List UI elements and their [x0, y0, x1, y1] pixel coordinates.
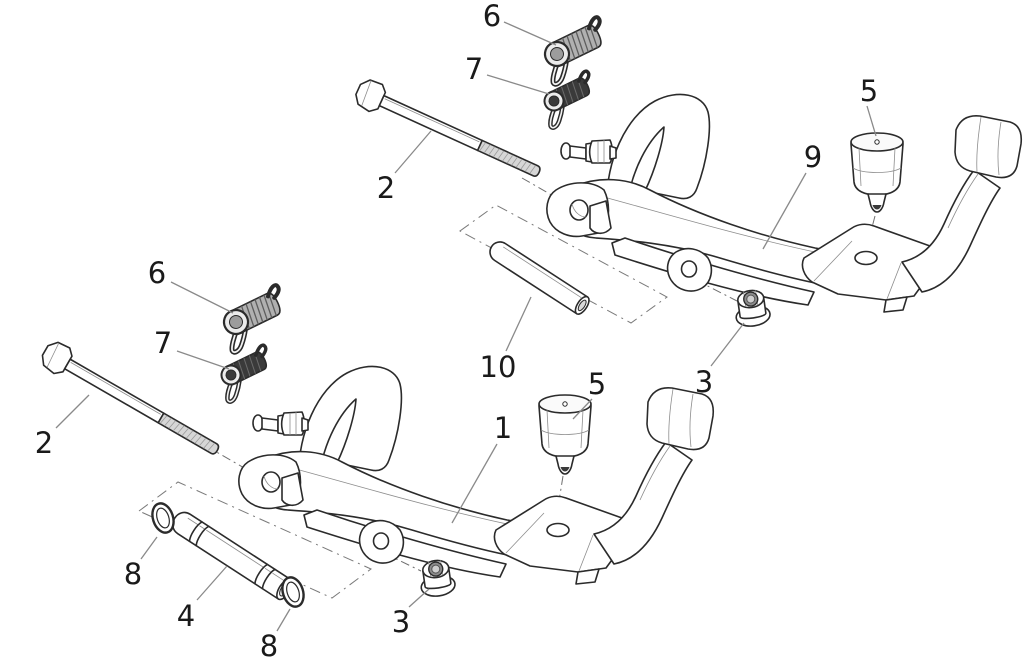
leader-line [170, 281, 234, 314]
leader-line [55, 394, 90, 429]
leader-line [408, 588, 430, 608]
axis-line-buffer-right [865, 215, 876, 251]
part-number-label: 1 [494, 411, 512, 445]
inner-spring-7-top [536, 70, 604, 128]
o-ring-8-left [147, 499, 179, 537]
leader-line [276, 608, 291, 632]
part-number-label: 5 [860, 74, 878, 108]
part-number-label: 3 [392, 605, 410, 639]
leader-line [866, 105, 877, 137]
callout-6-left: 6 [148, 256, 234, 314]
rubber-buffer-5-right [850, 132, 904, 213]
part-number-label: 9 [804, 140, 822, 174]
callout-8-left: 8 [124, 536, 158, 591]
callout-7-top: 7 [465, 52, 550, 95]
leader-line [572, 398, 593, 420]
part-number-label: 3 [695, 365, 713, 399]
callout-4: 4 [177, 565, 228, 633]
hex-bolt-2-top [350, 75, 547, 187]
part-number-label: 5 [588, 367, 606, 401]
leader-line [451, 443, 498, 524]
part-number-label: 8 [260, 629, 278, 661]
part-number-label: 6 [148, 256, 166, 290]
callout-10: 10 [480, 296, 532, 384]
part-number-label: 7 [465, 52, 483, 86]
callout-8-right: 8 [260, 608, 291, 661]
rubber-buffer-5-center [538, 394, 592, 475]
leader-line [394, 130, 432, 174]
callout-3-lower: 3 [392, 588, 430, 639]
hex-bolt-2-left [36, 337, 226, 465]
outer-spring-6-top [536, 16, 617, 85]
callout-3-right: 3 [695, 322, 745, 399]
callout-9: 9 [762, 140, 822, 250]
inner-spring-7-left [213, 344, 281, 402]
leader-line [196, 565, 228, 601]
part-number-label: 2 [377, 171, 395, 205]
callout-2-left: 2 [35, 394, 90, 460]
part-number-label: 6 [483, 0, 501, 33]
stand-assembly-1 [238, 365, 715, 585]
callout-6-top: 6 [483, 0, 557, 46]
callout-7-left: 7 [154, 326, 230, 370]
leader-line [486, 74, 550, 95]
part-number-label: 2 [35, 426, 53, 460]
part-number-label: 10 [480, 350, 517, 384]
leader-line [140, 536, 158, 560]
callout-5-center: 5 [572, 367, 606, 420]
leader-line [176, 350, 230, 370]
callout-1: 1 [451, 411, 512, 524]
stand-assembly-9 [546, 93, 1023, 313]
part-number-label: 8 [124, 557, 142, 591]
leader-line [503, 21, 557, 46]
spacer-pin-10 [485, 237, 593, 318]
callout-2-top: 2 [377, 130, 432, 205]
part-number-label: 4 [177, 599, 195, 633]
leader-line [710, 322, 745, 367]
pivot-pin-4 [167, 507, 297, 603]
callout-5-right: 5 [860, 74, 878, 137]
part-number-label: 7 [154, 326, 172, 360]
outer-spring-6-left [215, 284, 296, 353]
alignment-box-pin-4 [138, 481, 372, 599]
leader-line [505, 296, 532, 352]
leader-line [762, 172, 807, 250]
